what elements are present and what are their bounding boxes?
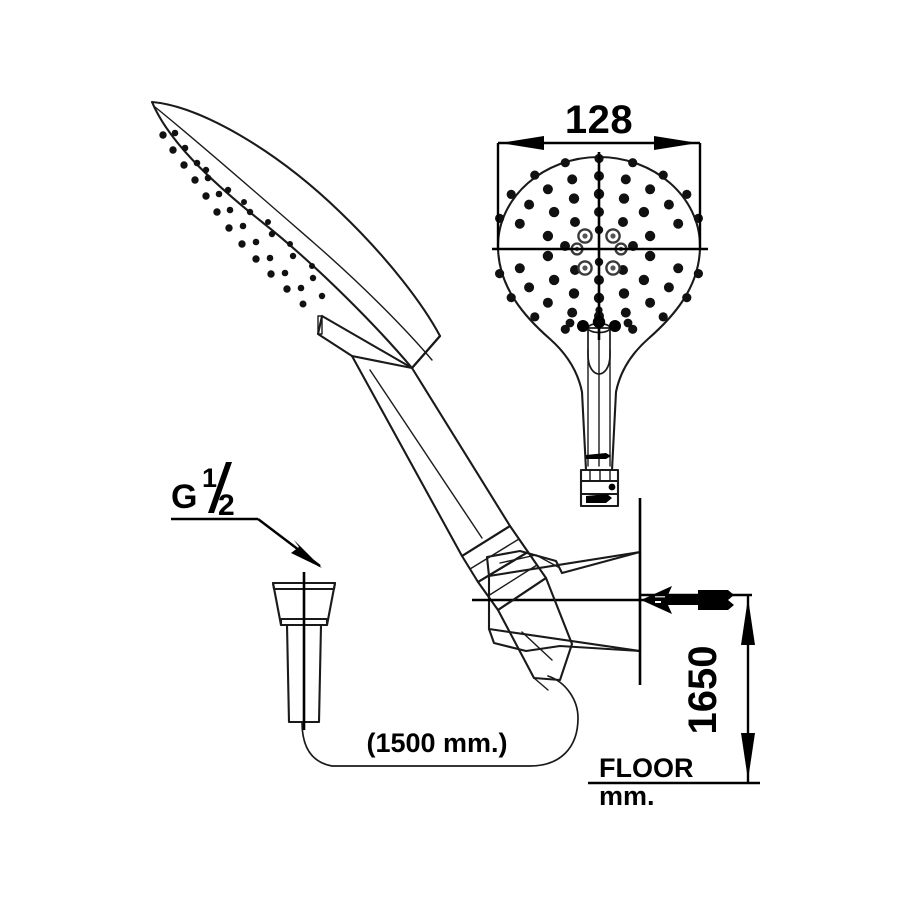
wall-anchor-plug (641, 586, 734, 614)
bracket-cradle-lower (487, 627, 642, 653)
handset-spout-inner-line (521, 631, 553, 661)
thread-label-g: G (171, 478, 197, 516)
center-nozzle-bulb (587, 327, 611, 375)
hose-connector (271, 572, 337, 730)
height-dimension: 1650 (640, 593, 755, 783)
handset-side-view (150, 100, 548, 612)
hose-length-label: (1500 mm.) (366, 728, 507, 758)
handset-spout-inner-line-2 (533, 677, 549, 691)
thread-label-numerator: 1 (202, 463, 217, 493)
dimension-text-128: 128 (565, 98, 633, 142)
stem-button-detail (586, 453, 611, 459)
height-dimension-text: 1650 (681, 646, 725, 735)
handset-neck-notch (317, 315, 323, 335)
floor-reference: FLOOR mm. (588, 753, 760, 811)
dimension-arrow-left (500, 136, 544, 150)
connector-nut-top-band (271, 581, 337, 591)
diameter-dimension: 128 (496, 98, 702, 250)
handset-nozzle-dots (159, 129, 326, 308)
thread-callout: G 1 2 (171, 462, 322, 568)
shower-hose (301, 675, 579, 767)
handset-handle-outline (350, 354, 512, 558)
bracket-cradle-inner-line (499, 554, 559, 568)
fraction-slash (208, 462, 232, 513)
hose-curve (301, 675, 579, 767)
handset-spout-in-cradle (496, 576, 574, 682)
connector-tube-outline (285, 623, 323, 724)
handset-spray-face-outline (150, 100, 442, 370)
wall-bracket (472, 549, 690, 691)
dimension-arrow-right (654, 136, 698, 150)
thread-label-denominator: 2 (218, 489, 235, 522)
handset-end-collar-line (469, 538, 520, 570)
handset-handle-inner-edge (369, 369, 483, 539)
floor-label: FLOOR (599, 753, 694, 783)
height-arrow-bottom (741, 733, 755, 780)
height-arrow-top (741, 598, 755, 645)
handset-neck-outline (316, 314, 442, 370)
callout-arrowhead (291, 540, 322, 568)
connector-nut-bottom-band (279, 617, 329, 627)
front-view-connection-nut (579, 468, 620, 508)
handset-face-rim-line (154, 106, 433, 361)
spray-face-front-view (492, 152, 708, 508)
floor-unit-label: mm. (599, 781, 655, 811)
